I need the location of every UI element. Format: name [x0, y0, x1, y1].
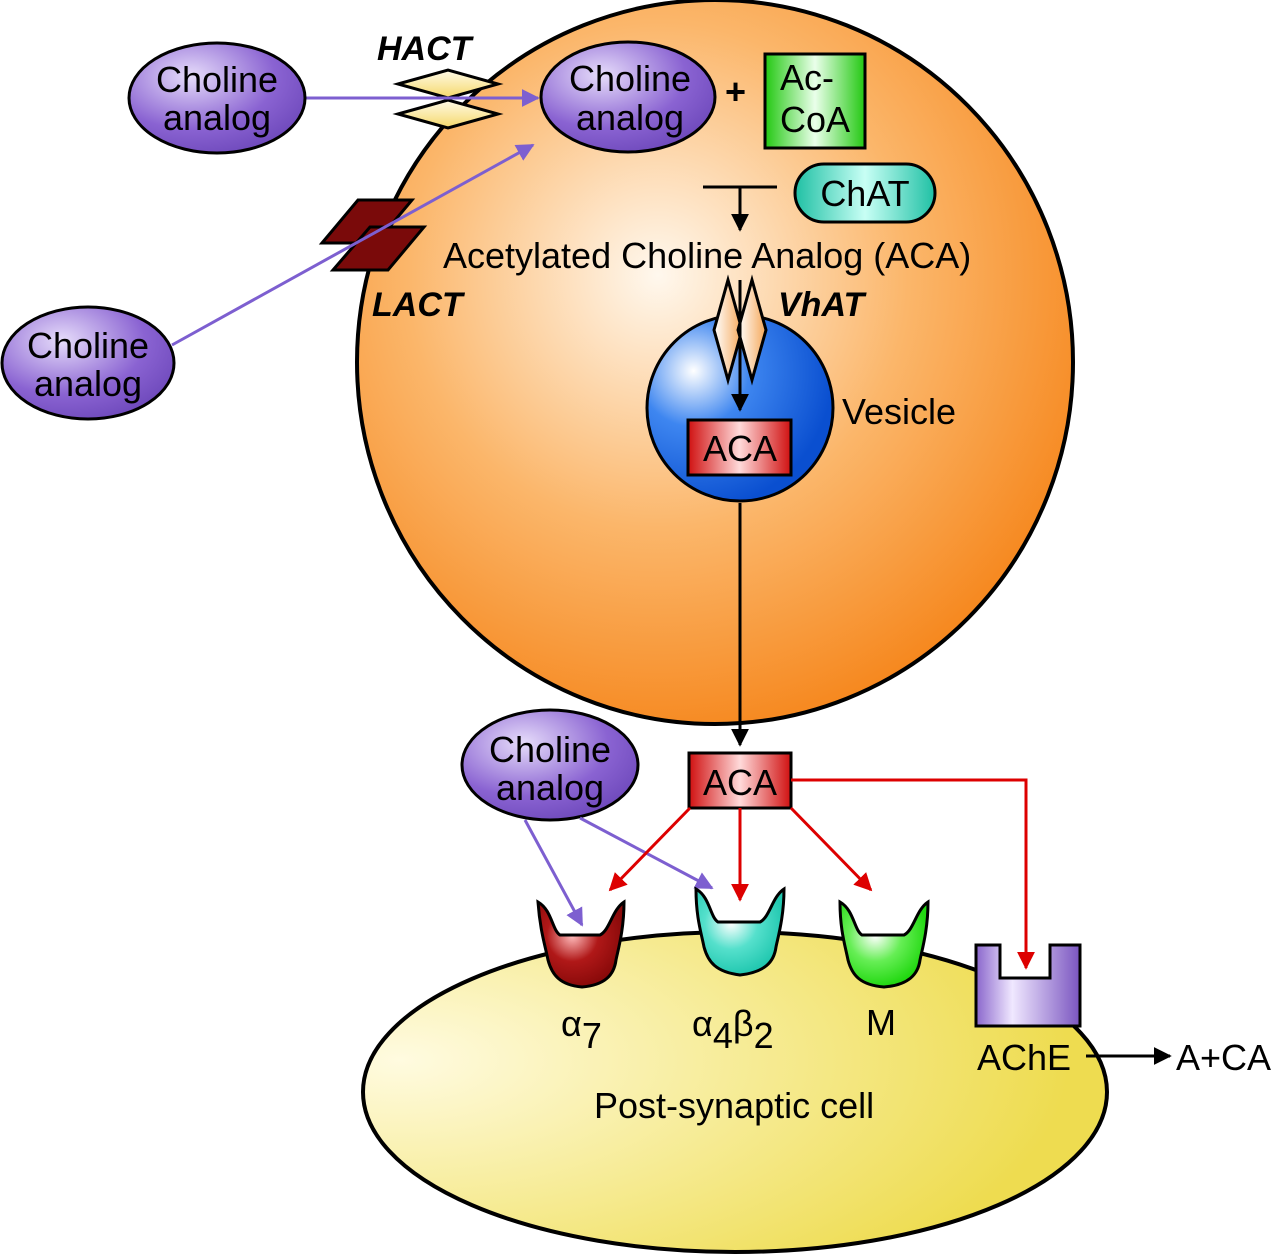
- svg-text:Choline: Choline: [156, 59, 278, 100]
- choline-analog-extracellular-top: Choline analog: [127, 41, 307, 155]
- alpha4beta2-receptor-icon: [694, 886, 786, 977]
- m-receptor-icon: [838, 899, 930, 989]
- lact-label: LACT: [372, 286, 466, 324]
- aca-in-vesicle: ACA: [686, 418, 793, 477]
- aca-full-label: Acetylated Choline Analog (ACA): [443, 235, 971, 276]
- postsynaptic-label: Post-synaptic cell: [594, 1085, 874, 1126]
- svg-text:analog: analog: [496, 767, 604, 808]
- aca-to-alpha7-arrow: [608, 806, 692, 892]
- alpha4beta2-label: α4β2: [692, 1003, 774, 1056]
- choline-analog-synaptic: Choline analog: [460, 708, 640, 822]
- svg-text:analog: analog: [576, 97, 684, 138]
- alpha7-receptor-icon: [536, 899, 626, 989]
- vhat-label: VhAT: [778, 286, 867, 324]
- svg-text:CoA: CoA: [780, 99, 850, 140]
- ache-enzyme-icon: [974, 943, 1082, 1028]
- lact-uptake-arrow: [171, 143, 535, 347]
- svg-text:Choline: Choline: [569, 58, 691, 99]
- aca-synaptic: ACA: [687, 751, 793, 810]
- plus-sign: +: [725, 71, 746, 112]
- acetyl-coa-box: Ac- CoA: [763, 52, 867, 150]
- choline-to-alpha7-arrow: [523, 819, 584, 927]
- svg-text:Ac-: Ac-: [780, 57, 834, 98]
- vhat-transporter-icon: [712, 274, 768, 386]
- aca-to-ache-arrow: [791, 778, 1035, 970]
- vesicle-label: Vesicle: [842, 391, 956, 432]
- svg-text:ACA: ACA: [703, 762, 777, 803]
- chat-enzyme: ChAT: [793, 162, 937, 224]
- choline-analog-extracellular-left: Choline analog: [0, 305, 176, 421]
- aca-to-m-arrow: [789, 806, 873, 892]
- ache-label: AChE: [977, 1037, 1071, 1078]
- m-label: M: [866, 1002, 896, 1043]
- svg-text:ChAT: ChAT: [820, 173, 909, 214]
- choline-analog-intracellular: Choline analog: [539, 40, 717, 154]
- svg-text:analog: analog: [163, 97, 271, 138]
- alpha7-label: α7: [561, 1003, 602, 1056]
- svg-text:Choline: Choline: [27, 325, 149, 366]
- hact-label: HACT: [377, 30, 475, 68]
- svg-text:Choline: Choline: [489, 729, 611, 770]
- hact-transporter-icon: [392, 68, 504, 130]
- products-label: A+CA: [1176, 1037, 1271, 1078]
- svg-text:ACA: ACA: [703, 428, 777, 469]
- svg-text:analog: analog: [34, 363, 142, 404]
